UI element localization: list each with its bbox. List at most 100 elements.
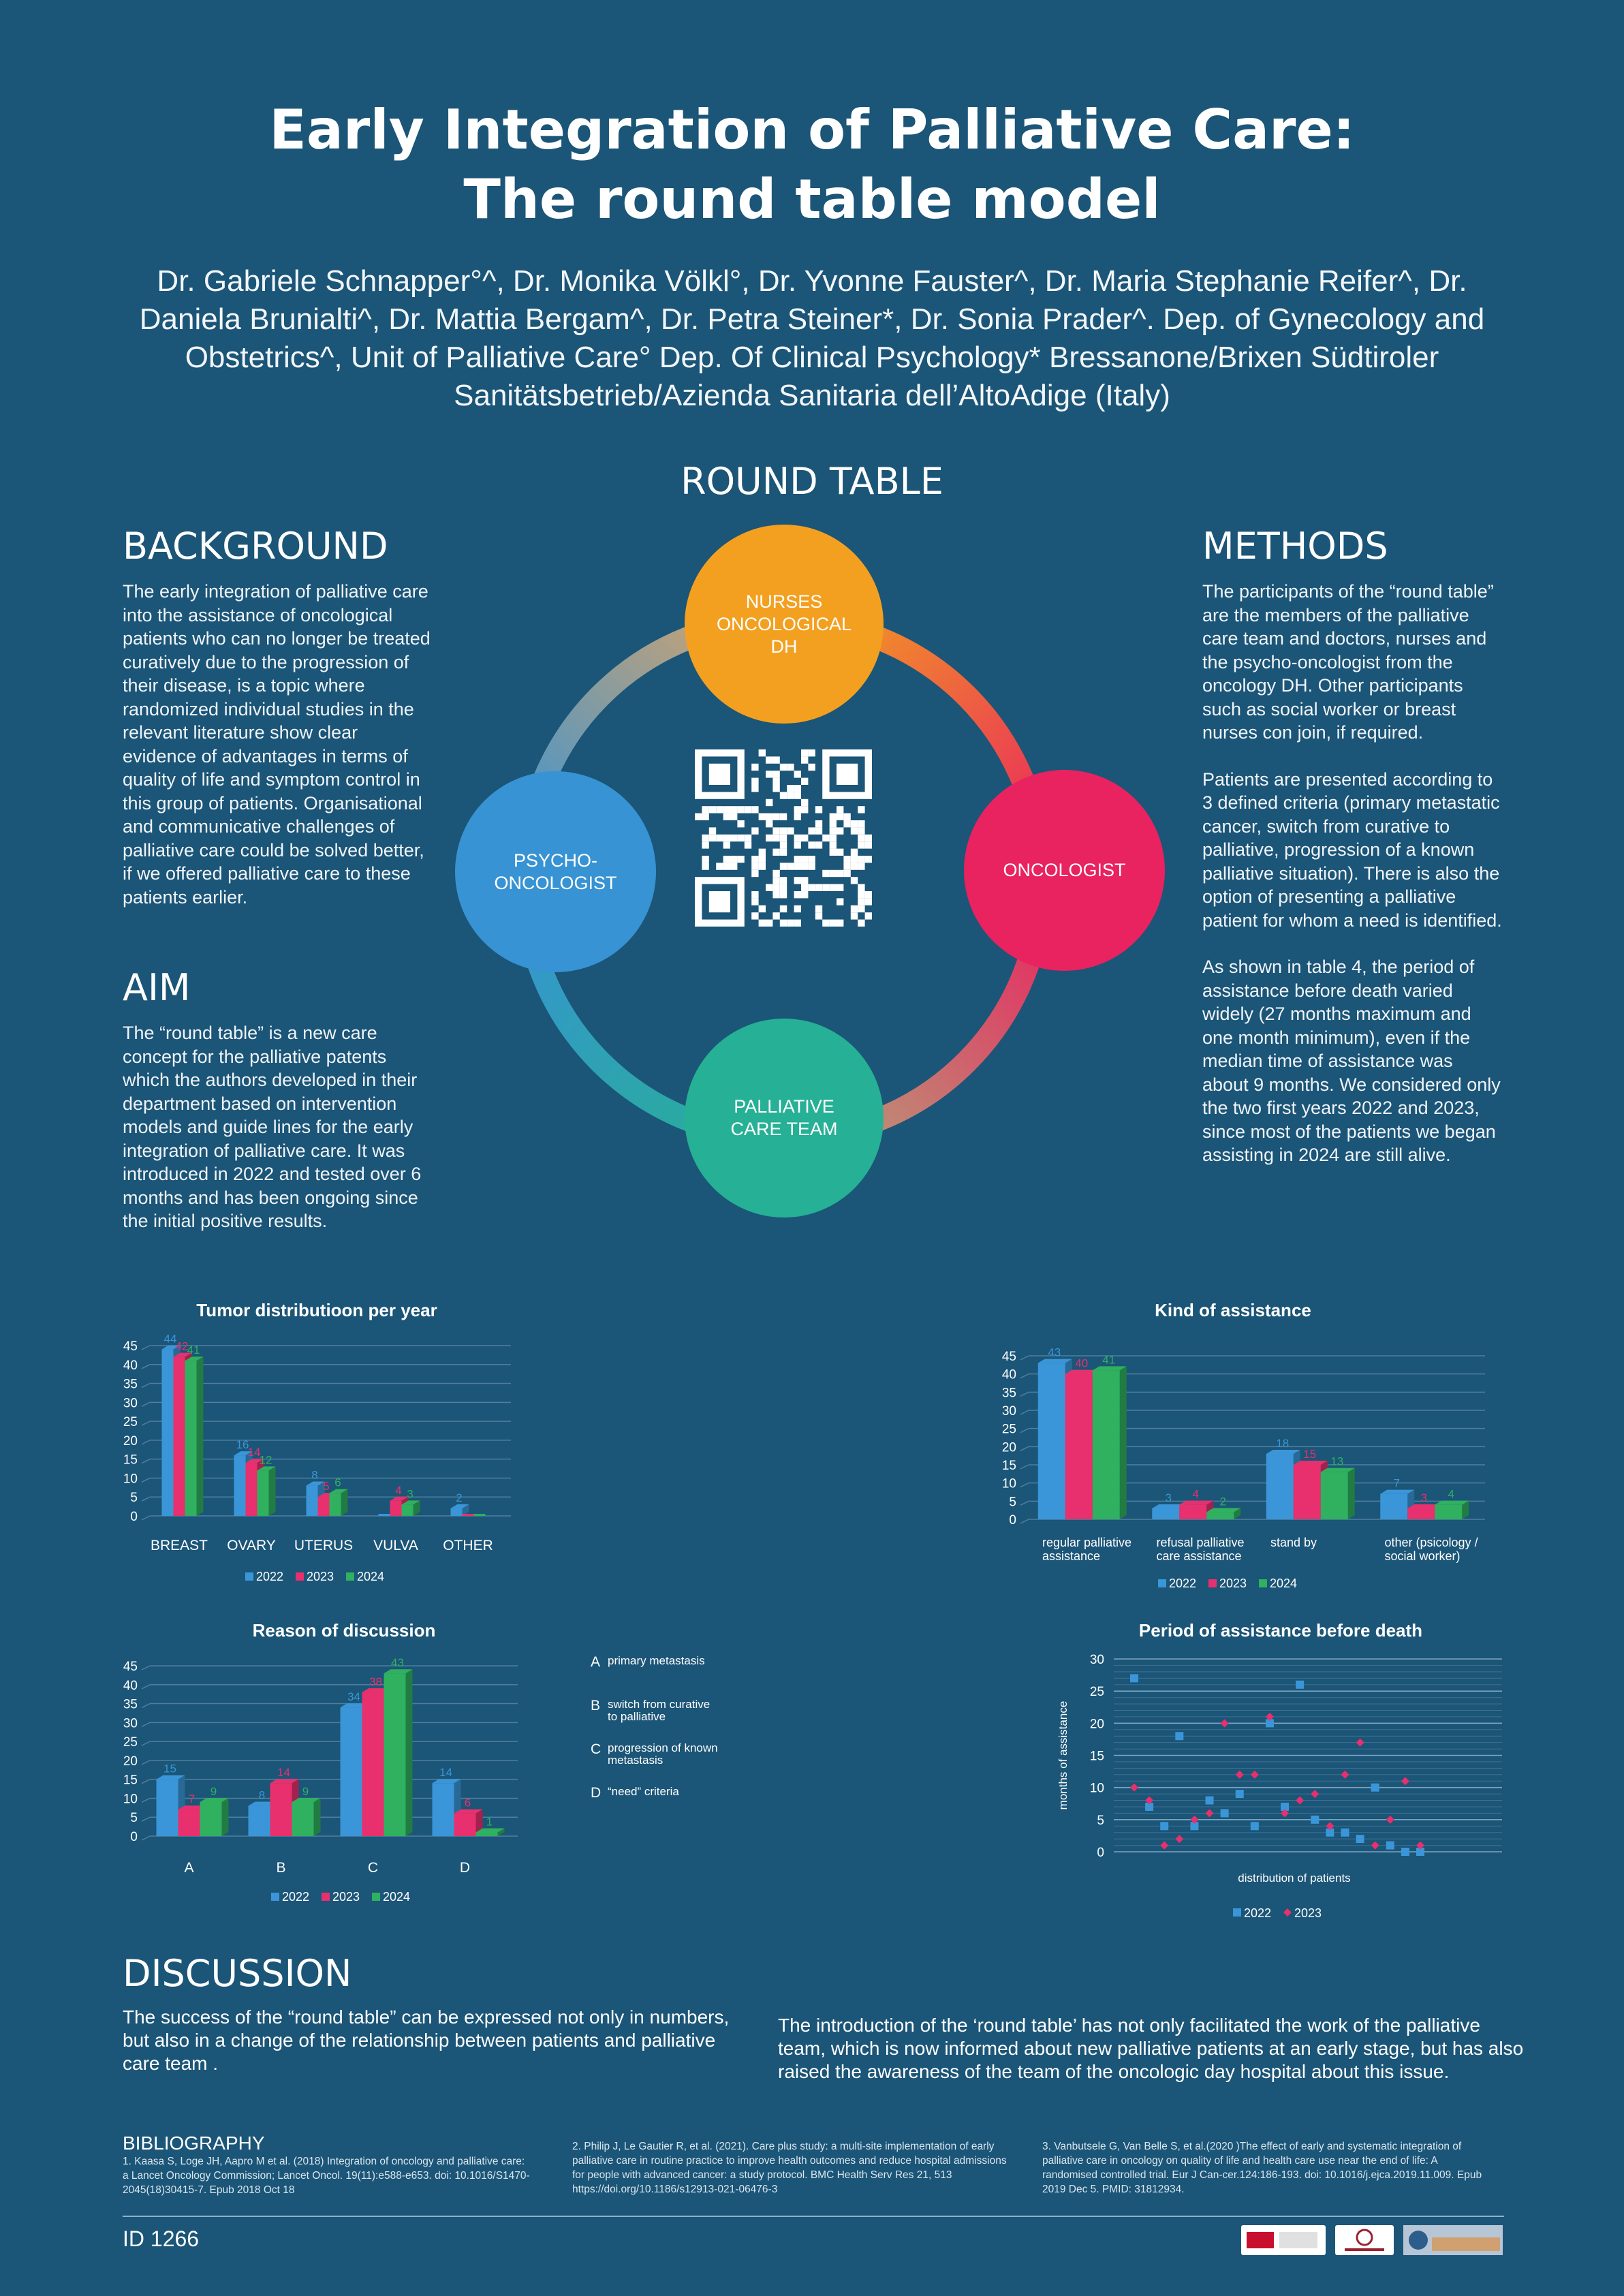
data-label: 42 [176,1340,189,1353]
qr-module [864,834,872,842]
gridline-depth [1020,1500,1029,1506]
qr-module [801,877,809,884]
qr-module [730,813,738,820]
y-tick-label: 45 [1002,1350,1016,1364]
point-2022 [1416,1848,1424,1856]
qr-module [772,869,780,878]
legend-swatch [1259,1579,1267,1587]
qr-module [758,863,766,870]
data-label: 3 [1166,1491,1172,1504]
data-label: 43 [1048,1346,1061,1359]
category-label: other (psicology / [1385,1536,1478,1549]
chart-title: Reason of discussion [253,1620,436,1641]
y-tick-label: 15 [1002,1459,1016,1473]
qr-module [787,792,794,799]
bar-2023 [1179,1504,1207,1519]
gridline-depth [141,1816,151,1822]
qr-module [815,884,823,891]
legend-label: 2023 [307,1570,334,1583]
bar-top [161,1345,181,1350]
gridline-depth [141,1778,151,1784]
qr-module [772,912,780,920]
bar-top [234,1451,253,1456]
y-tick-label: 40 [123,1359,138,1373]
data-label: 15 [1303,1448,1316,1461]
bar-side [196,1356,204,1516]
point-2023 [1326,1822,1334,1831]
qr-module [850,827,858,835]
y-tick-label: 15 [1090,1750,1104,1764]
bar-side [1234,1508,1241,1519]
background-section: BACKGROUND The early integration of pall… [123,525,436,909]
qr-module [766,834,773,842]
category-label: UTERUS [294,1538,353,1553]
qr-module [766,798,773,807]
qr-module [822,869,830,878]
qr-module [815,905,823,913]
qr-module [751,898,759,905]
bar-2022 [156,1779,178,1836]
point-2023 [1265,1712,1274,1721]
bar-side [313,1798,321,1836]
background-text: The early integration of palliative care… [123,581,431,907]
gridline-depth [141,1458,151,1464]
qr-module [702,841,709,849]
bar-side [462,1504,469,1516]
qr-module [708,827,717,835]
qr-module [801,777,809,785]
data-label: 14 [248,1446,261,1459]
gridline-depth [141,1515,151,1521]
qr-module [794,863,801,870]
legend-label: 2022 [282,1890,309,1904]
point-2023 [1401,1777,1409,1786]
qr-module [815,827,823,835]
bar-2024 [1320,1472,1348,1519]
gridline-depth [141,1797,151,1803]
data-label: 9 [210,1785,217,1798]
qr-module [779,919,787,927]
bar-2022 [248,1805,270,1836]
qr-code[interactable] [692,747,875,929]
bar-top [454,1809,483,1814]
qr-module [766,813,773,820]
legend-label: 2024 [357,1570,384,1583]
data-label: 4 [1193,1488,1199,1501]
gridline-depth [1020,1410,1029,1415]
point-2023 [1371,1841,1379,1850]
bar-top [270,1779,299,1784]
y-tick-label: 0 [1009,1513,1016,1527]
data-label: 1 [486,1815,493,1828]
y-tick-label: 35 [123,1378,138,1392]
title-line-2: The round table model [463,168,1161,231]
qr-module [758,905,766,913]
qr-module [808,749,815,757]
chart-tumor-distribution: Tumor distributioon per year051015202530… [123,1300,511,1583]
qr-module [837,827,844,835]
background-heading: BACKGROUND [123,525,388,568]
qr-module [801,856,809,863]
bar-top [173,1352,192,1357]
x-axis-label: distribution of patients [1238,1872,1350,1884]
qr-module [858,891,865,899]
qr-module [843,856,851,863]
qr-module [808,856,815,863]
chart-title: Kind of assistance [1155,1300,1311,1320]
qr-module [864,912,872,920]
bar-2024 [473,1514,486,1516]
chart-title: Period of assistance before death [1139,1620,1422,1641]
category-label: care assistance [1157,1549,1242,1563]
qr-module [829,848,837,856]
qr-module [751,912,759,920]
qr-module [779,834,787,842]
qr-module [723,863,730,870]
category-label: D [460,1860,470,1876]
gridline-depth [141,1835,151,1841]
legend-swatch [245,1572,253,1581]
qr-module [858,806,865,813]
qr-module [751,827,759,835]
node-nurses-line-3: DH [770,636,798,657]
legend-label: 2023 [1294,1906,1322,1920]
bar-2024 [185,1361,197,1516]
data-label: 7 [189,1793,195,1805]
qr-module [829,869,837,878]
